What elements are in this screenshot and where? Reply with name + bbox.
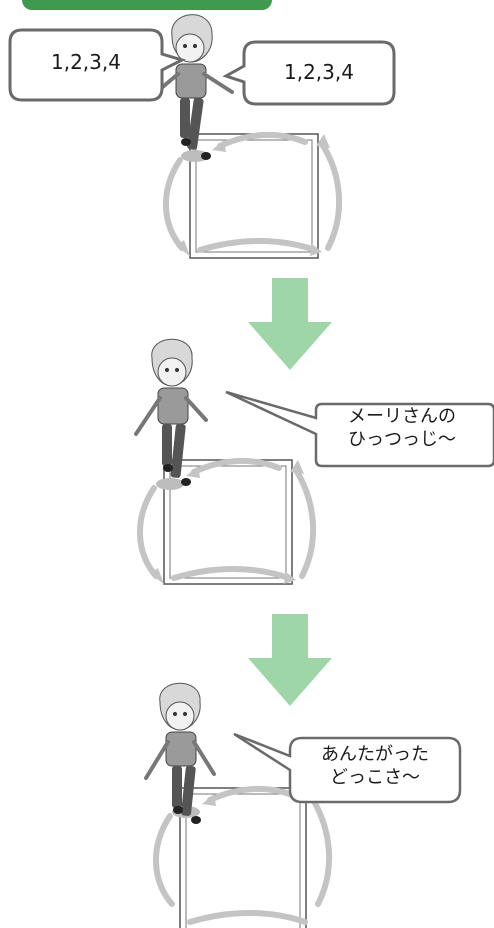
bubble-text-left: 1,2,3,4 bbox=[51, 50, 121, 74]
square-floor-path-icon bbox=[136, 458, 317, 585]
down-arrow-icon bbox=[248, 614, 332, 706]
girl-dancing-illustration bbox=[150, 14, 234, 162]
down-arrow-icon bbox=[248, 278, 332, 370]
bubble-text-right: 1,2,3,4 bbox=[284, 60, 354, 84]
square-floor-path-icon bbox=[152, 786, 333, 928]
panel-1-illustration bbox=[8, 14, 396, 259]
header-bar bbox=[22, 0, 272, 10]
panel-3-illustration bbox=[144, 682, 462, 928]
panel-1: 1,2,3,4 1,2,3,4 bbox=[0, 0, 494, 270]
speech-bubble-left bbox=[8, 28, 187, 102]
speech-bubble-right bbox=[222, 40, 396, 106]
panel-2-illustration bbox=[134, 338, 494, 585]
square-floor-path-icon bbox=[162, 132, 343, 259]
panel-3: あんたがった どっこさ～ bbox=[0, 676, 494, 928]
panel-2: メーリさんの ひっつっじ～ bbox=[0, 338, 494, 598]
speech-bubble bbox=[233, 732, 462, 804]
speech-bubble bbox=[225, 390, 494, 468]
bubble-text: メーリさんの ひっつっじ～ bbox=[348, 406, 456, 450]
bubble-text: あんたがった どっこさ～ bbox=[321, 744, 429, 788]
girl-dancing-illustration bbox=[134, 338, 208, 490]
girl-dancing-illustration bbox=[144, 682, 216, 824]
